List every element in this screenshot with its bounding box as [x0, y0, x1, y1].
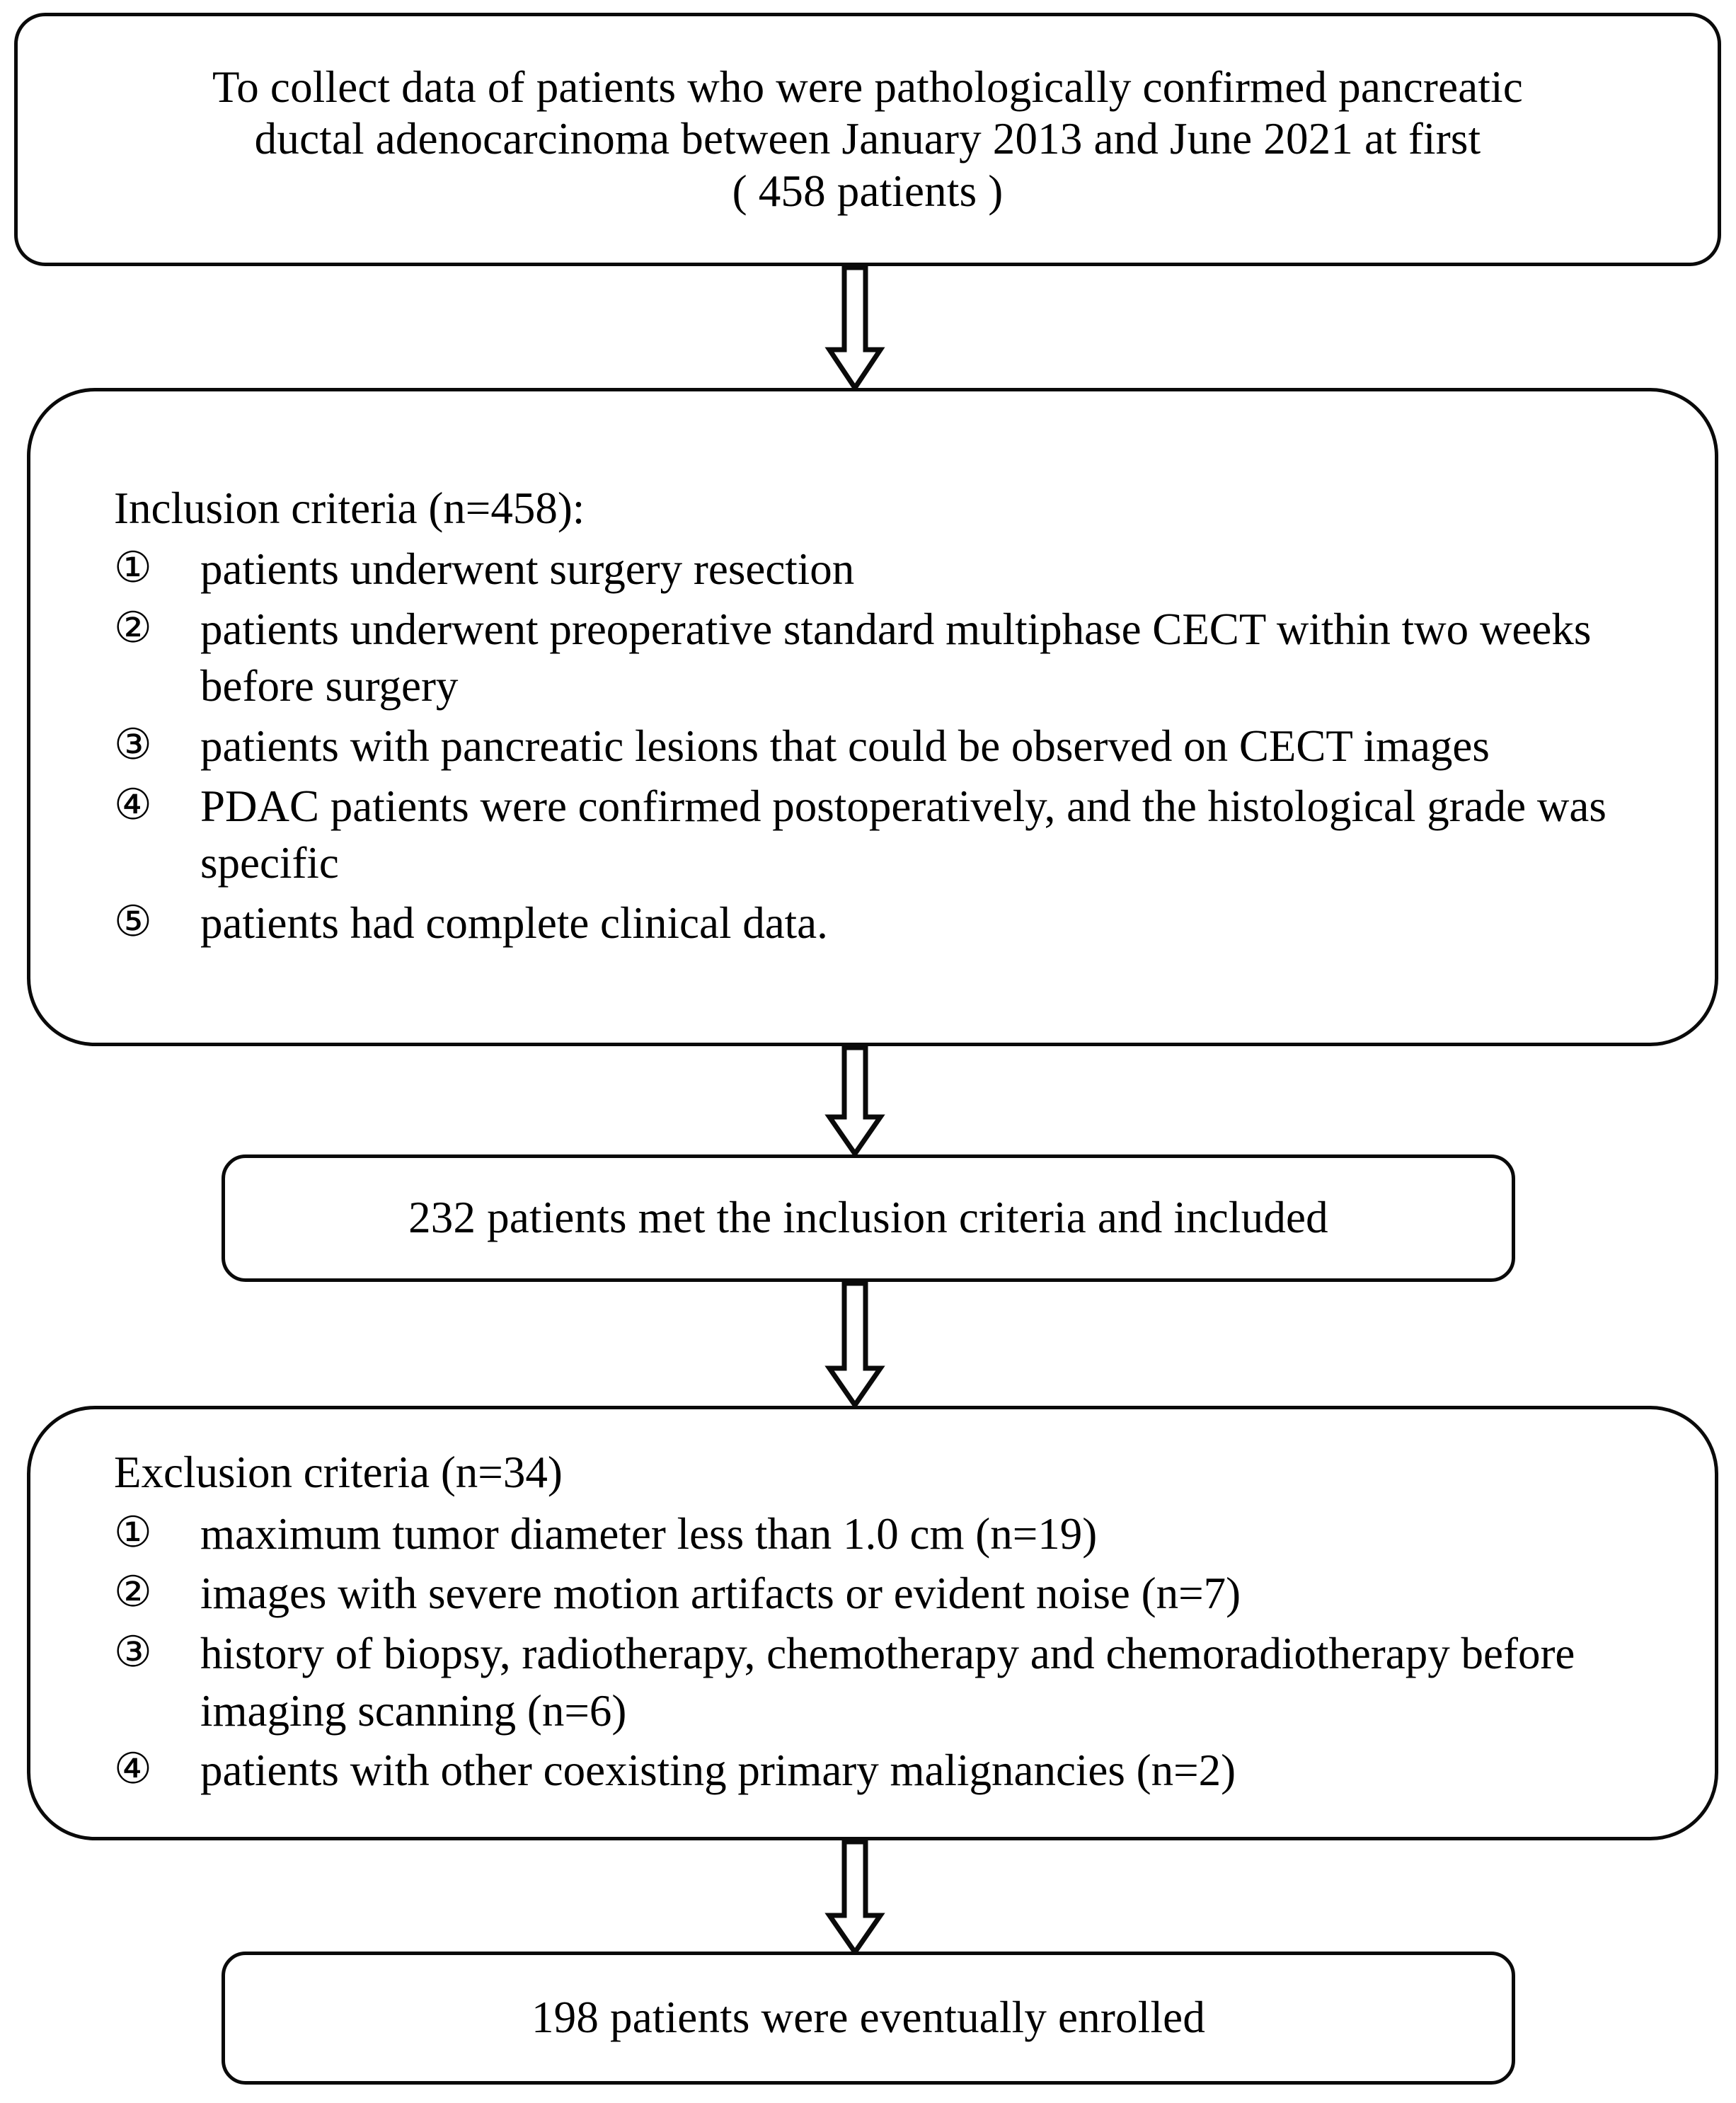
- circled-number-4-icon: ④: [114, 781, 152, 828]
- arrow-enrollment-to-inclusion: [820, 266, 890, 391]
- arrow-met-to-exclusion: [820, 1282, 890, 1408]
- node-met-inclusion: 232 patients met the inclusion criteria …: [222, 1154, 1515, 1282]
- circled-number-3-icon: ③: [114, 1629, 152, 1675]
- enrollment-line-2: ductal adenocarcinoma between January 20…: [254, 114, 1481, 164]
- inclusion-item-text: patients underwent preoperative standard…: [200, 604, 1592, 711]
- circled-number-5-icon: ⑤: [114, 898, 152, 945]
- exclusion-item-text: history of biopsy, radiotherapy, chemoth…: [200, 1629, 1575, 1736]
- circled-number-2-icon: ②: [114, 1569, 152, 1616]
- list-item: ① patients underwent surgery resection: [114, 541, 1665, 598]
- exclusion-title: Exclusion criteria (n=34): [114, 1448, 563, 1498]
- inclusion-item-text: patients had complete clinical data.: [200, 898, 828, 948]
- list-item: ④ PDAC patients were confirmed postopera…: [114, 778, 1665, 892]
- final-enrolled-text: 198 patients were eventually enrolled: [531, 1993, 1206, 2043]
- node-enrollment: To collect data of patients who were pat…: [14, 13, 1721, 266]
- list-item: ⑤ patients had complete clinical data.: [114, 895, 1665, 952]
- exclusion-item-text: images with severe motion artifacts or e…: [200, 1569, 1241, 1619]
- inclusion-item-text: patients with pancreatic lesions that co…: [200, 721, 1490, 771]
- arrow-exclusion-to-enrolled: [820, 1840, 890, 1955]
- circled-number-4-icon: ④: [114, 1746, 152, 1793]
- node-inclusion-criteria: Inclusion criteria (n=458): ① patients u…: [27, 388, 1718, 1046]
- list-item: ① maximum tumor diameter less than 1.0 c…: [114, 1506, 1665, 1563]
- inclusion-item-text: patients underwent surgery resection: [200, 544, 855, 595]
- circled-number-1-icon: ①: [114, 1508, 152, 1556]
- met-inclusion-text: 232 patients met the inclusion criteria …: [408, 1193, 1328, 1243]
- exclusion-item-text: patients with other coexisting primary m…: [200, 1746, 1236, 1796]
- inclusion-item-text: PDAC patients were confirmed postoperati…: [200, 781, 1606, 888]
- list-item: ③ patients with pancreatic lesions that …: [114, 718, 1665, 775]
- list-item: ④ patients with other coexisting primary…: [114, 1742, 1665, 1799]
- circled-number-1-icon: ①: [114, 544, 152, 592]
- inclusion-list: ① patients underwent surgery resection ②…: [114, 541, 1665, 954]
- inclusion-title: Inclusion criteria (n=458):: [114, 483, 585, 533]
- exclusion-item-text: maximum tumor diameter less than 1.0 cm …: [200, 1508, 1098, 1559]
- node-final-enrolled: 198 patients were eventually enrolled: [222, 1952, 1515, 2085]
- list-item: ③ history of biopsy, radiotherapy, chemo…: [114, 1625, 1665, 1739]
- list-item: ② patients underwent preoperative standa…: [114, 601, 1665, 715]
- node-exclusion-criteria: Exclusion criteria (n=34) ① maximum tumo…: [27, 1406, 1718, 1840]
- arrow-inclusion-to-met: [820, 1046, 890, 1157]
- circled-number-3-icon: ③: [114, 721, 152, 768]
- enrollment-line-1: To collect data of patients who were pat…: [212, 62, 1523, 113]
- exclusion-list: ① maximum tumor diameter less than 1.0 c…: [114, 1506, 1665, 1802]
- list-item: ② images with severe motion artifacts or…: [114, 1565, 1665, 1622]
- circled-number-2-icon: ②: [114, 604, 152, 651]
- enrollment-line-3: ( 458 patients ): [732, 166, 1004, 216]
